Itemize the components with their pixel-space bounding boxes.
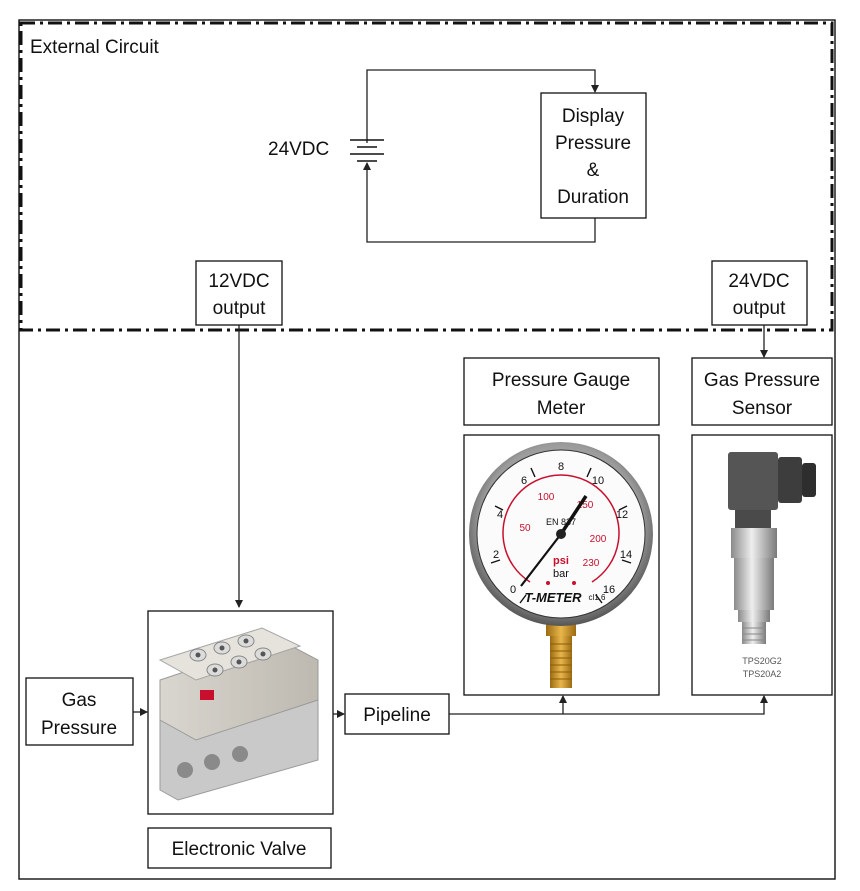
gauge-unit-bar: bar bbox=[553, 568, 569, 580]
valve-output-box bbox=[195, 260, 283, 326]
bar-tick-4: 4 bbox=[497, 509, 503, 521]
psi-tick-230: 230 bbox=[583, 558, 600, 569]
sensor-output-box bbox=[711, 260, 808, 326]
gauge-title-line-1: Pressure Gauge bbox=[492, 370, 630, 391]
psi-tick-200: 200 bbox=[590, 534, 607, 545]
sensor-output-line-2: output bbox=[733, 298, 787, 319]
bar-tick-6: 6 bbox=[521, 475, 527, 487]
display-box bbox=[540, 92, 647, 219]
gauge-standard: EN 837 bbox=[546, 517, 576, 527]
display-line-3: & bbox=[587, 160, 600, 181]
bar-tick-0: 0 bbox=[510, 584, 516, 596]
external-circuit-boundary bbox=[19, 21, 834, 332]
gauge-title-box bbox=[463, 357, 660, 426]
gauge-class: cl1.6 bbox=[589, 593, 606, 602]
supply-voltage-label: 24VDC bbox=[268, 139, 329, 160]
display-line-2: Pressure bbox=[555, 133, 631, 154]
wire-supply-to-display bbox=[366, 69, 599, 143]
psi-tick-50: 50 bbox=[519, 523, 531, 534]
display-line-1: Display bbox=[562, 106, 625, 127]
valve-output-line-1: 12VDC bbox=[208, 271, 269, 292]
sensor-title-line-2: Sensor bbox=[732, 398, 793, 419]
pressure-sensor-picture: TPS20G2 TPS20A2 bbox=[728, 452, 816, 679]
outer-frame bbox=[18, 19, 836, 880]
sensor-title-line-1: Gas Pressure bbox=[704, 370, 820, 391]
display-line-4: Duration bbox=[557, 187, 629, 208]
bar-tick-12: 12 bbox=[616, 509, 628, 521]
valve-output-line-2: output bbox=[213, 298, 267, 319]
sensor-model-1: TPS20G2 bbox=[742, 656, 782, 666]
psi-tick-150: 150 bbox=[577, 500, 594, 511]
valve-title-box bbox=[147, 827, 332, 869]
gas-pressure-line-1: Gas bbox=[62, 690, 97, 711]
gas-pressure-line-2: Pressure bbox=[41, 718, 117, 739]
bar-tick-8: 8 bbox=[558, 461, 564, 473]
wire-pipeline-to-sensor bbox=[449, 695, 768, 715]
solenoid-valve-picture bbox=[158, 627, 319, 801]
sensor-output-line-1: 24VDC bbox=[728, 271, 789, 292]
gas-pressure-box bbox=[25, 677, 134, 746]
bar-tick-10: 10 bbox=[592, 475, 604, 487]
gauge-needle bbox=[520, 533, 562, 587]
battery-icon bbox=[350, 139, 384, 162]
bar-tick-2: 2 bbox=[493, 549, 499, 561]
bar-tick-16: 16 bbox=[603, 584, 615, 596]
wire-display-to-supply bbox=[363, 162, 596, 243]
external-circuit-title: External Circuit bbox=[30, 37, 160, 58]
pipeline-box bbox=[344, 693, 450, 735]
pressure-gauge-picture: 0 2 4 6 8 10 12 14 16 50 100 150 200 230… bbox=[469, 442, 653, 688]
valve-title-label: Electronic Valve bbox=[172, 839, 307, 860]
psi-tick-100: 100 bbox=[538, 492, 555, 503]
sensor-model-2: TPS20A2 bbox=[743, 669, 782, 679]
pipeline-label: Pipeline bbox=[363, 705, 431, 726]
gauge-title-line-2: Meter bbox=[537, 398, 586, 419]
gauge-unit-psi: psi bbox=[553, 555, 569, 567]
bar-tick-14: 14 bbox=[620, 549, 632, 561]
gauge-brand: T-METER bbox=[524, 590, 582, 605]
sensor-title-box bbox=[691, 357, 833, 426]
